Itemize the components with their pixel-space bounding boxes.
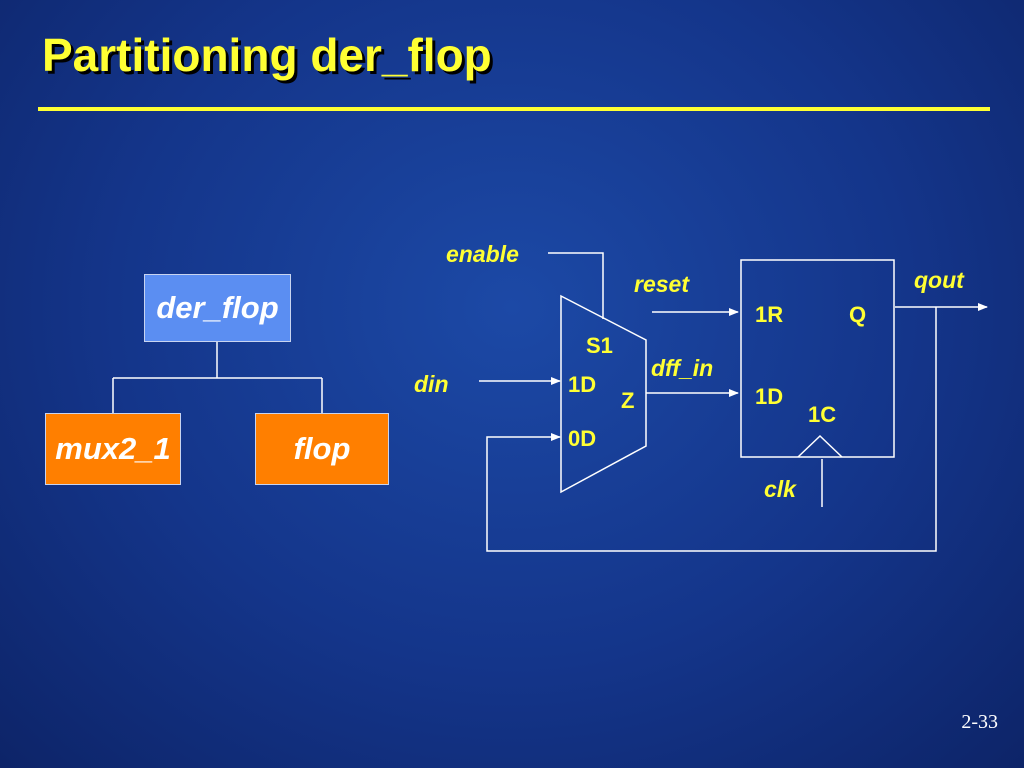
flop-pin-1r: 1R [755, 302, 783, 327]
signal-enable-label: enable [446, 241, 519, 267]
flop-symbol [740, 259, 895, 458]
mux-pin-z: Z [621, 388, 634, 413]
flop-pin-1d: 1D [755, 384, 783, 409]
hierarchy-child-flop: flop [255, 413, 389, 485]
mux-symbol [560, 294, 647, 494]
enable-wire [548, 252, 604, 319]
mux-pin-0d: 0D [568, 426, 596, 451]
slide-title: Partitioning der_flop [42, 29, 492, 81]
flop-pin-1c: 1C [808, 402, 836, 427]
signal-qout-label: qout [914, 267, 965, 293]
flop-pin-q: Q [849, 302, 866, 327]
hierarchy-top-der-flop: der_flop [144, 274, 291, 342]
title-underline [38, 107, 990, 111]
signal-din-label: din [414, 371, 449, 397]
page-number: 2-33 [961, 711, 998, 733]
signal-reset-label: reset [634, 271, 690, 297]
feedback-wire [486, 307, 937, 552]
mux-pin-s1: S1 [586, 333, 613, 358]
clock-triangle [797, 434, 843, 458]
mux-pin-1d: 1D [568, 372, 596, 397]
signal-dff-in-label: dff_in [651, 355, 713, 381]
hierarchy-child-mux2-1: mux2_1 [45, 413, 181, 485]
signal-clk-label: clk [764, 476, 797, 502]
